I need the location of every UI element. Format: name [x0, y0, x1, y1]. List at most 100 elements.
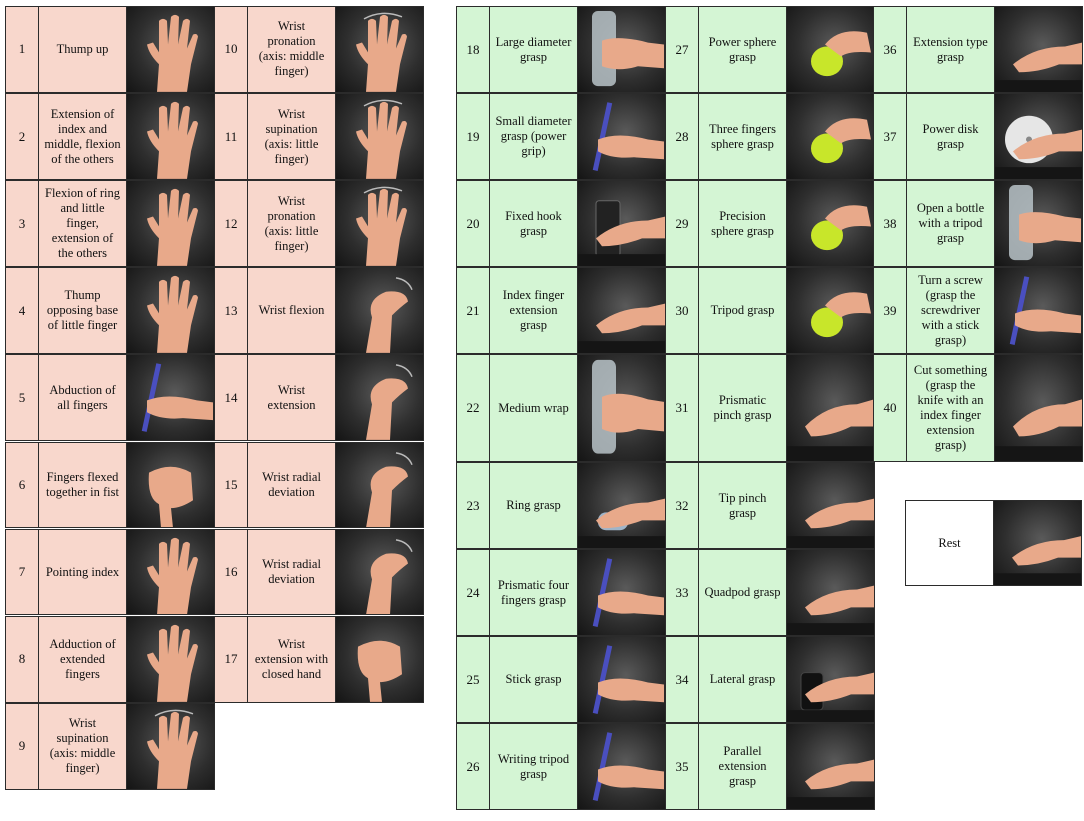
- gesture-number: 29: [666, 181, 699, 266]
- gesture-number: 28: [666, 94, 699, 179]
- hand-pointing-icon: [127, 529, 214, 615]
- gesture-label: Ring grasp: [490, 463, 578, 548]
- gesture-label: Wrist extension with closed hand: [248, 616, 336, 702]
- gesture-label: Wrist supination (axis: little finger): [248, 94, 336, 179]
- gesture-label: Prismatic four fingers grasp: [490, 550, 578, 635]
- gesture-label: Wrist flexion: [248, 268, 336, 354]
- grasp-knife-icon: [578, 268, 665, 353]
- gesture-label: Fingers flexed together in fist: [39, 442, 127, 528]
- hand-fist-icon: [336, 616, 423, 702]
- grasp-bottle-icon: [578, 355, 665, 461]
- gesture-number: 23: [457, 463, 490, 548]
- grasp-pinch-icon: [787, 355, 874, 461]
- grasp-pinch-icon: [787, 550, 874, 635]
- gesture-label: Tip pinch grasp: [699, 463, 787, 548]
- hand-open-spread-icon: [127, 355, 214, 441]
- gesture-number: 36: [874, 7, 907, 92]
- gesture-number: 33: [666, 550, 699, 635]
- gesture-number: 34: [666, 637, 699, 722]
- gesture-number: 14: [215, 355, 248, 441]
- gesture-label: Wrist radial deviation: [248, 529, 336, 615]
- gesture-label: Abduction of all fingers: [39, 355, 127, 441]
- gesture-label: Prismatic pinch grasp: [699, 355, 787, 461]
- gesture-label: Parallel extension grasp: [699, 724, 787, 809]
- grasp-handle-icon: [578, 94, 665, 179]
- gesture-label: Pointing index: [39, 529, 127, 615]
- gesture-label: Adduction of extended fingers: [39, 616, 127, 702]
- gesture-label: Wrist radial deviation: [248, 442, 336, 528]
- gesture-label: Flexion of ring and little finger, exten…: [39, 181, 127, 267]
- grasp-pen-icon: [578, 550, 665, 635]
- hand-v-sign-icon: [127, 94, 214, 179]
- grasp-ball-icon: [787, 7, 874, 92]
- hand-rotate-icon: [336, 181, 423, 267]
- gesture-label: Quadpod grasp: [699, 550, 787, 635]
- grasp-pinch-icon: [787, 463, 874, 548]
- grasp-pen-icon: [578, 724, 665, 809]
- gesture-label: Wrist extension: [248, 355, 336, 441]
- grasp-lateral-icon: [787, 637, 874, 722]
- gesture-number: 22: [457, 355, 490, 461]
- gesture-number: 21: [457, 268, 490, 353]
- gesture-number: 31: [666, 355, 699, 461]
- wrist-flex-icon: [336, 268, 423, 354]
- gesture-number: 32: [666, 463, 699, 548]
- hand-rest-icon: [994, 501, 1081, 585]
- hand-rotate-icon: [336, 7, 423, 92]
- gesture-label: Thump up: [39, 7, 127, 92]
- grasp-hook-icon: [578, 181, 665, 266]
- hand-fist-icon: [127, 442, 214, 528]
- hand-rotate-icon: [127, 703, 214, 789]
- grasp-card-icon: [995, 7, 1082, 92]
- gesture-label: Precision sphere grasp: [699, 181, 787, 266]
- gesture-number: 25: [457, 637, 490, 722]
- grasp-pen-icon: [578, 637, 665, 722]
- grasp-ring-icon: [578, 463, 665, 548]
- gesture-label: Cut something (grasp the knife with an i…: [907, 355, 995, 461]
- gesture-number: 1: [6, 7, 39, 92]
- gesture-number: 3: [6, 181, 39, 267]
- gesture-number: 38: [874, 181, 907, 266]
- gesture-label: Extension of index and middle, flexion o…: [39, 94, 127, 179]
- gesture-number: 24: [457, 550, 490, 635]
- hand-four-fingers-icon: [127, 268, 214, 354]
- gesture-number: 7: [6, 529, 39, 615]
- grasp-ball-icon: [787, 94, 874, 179]
- gesture-label: Three fingers sphere grasp: [699, 94, 787, 179]
- wrist-deviation-icon: [336, 442, 423, 528]
- grasp-ball-icon: [787, 181, 874, 266]
- grasp-bottle-cap-icon: [995, 181, 1082, 266]
- grasp-parallel-icon: [787, 724, 874, 809]
- grasp-bottle-icon: [578, 7, 665, 92]
- hand-thumb-up-icon: [127, 7, 214, 92]
- gesture-number: 26: [457, 724, 490, 809]
